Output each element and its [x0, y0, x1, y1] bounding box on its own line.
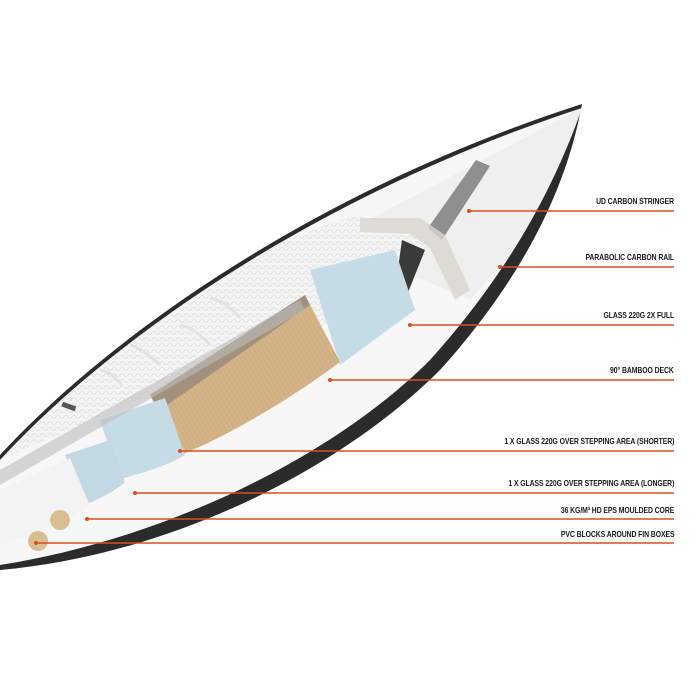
- callout-ud-carbon-stringer: UD CARBON STRINGER: [596, 196, 674, 206]
- callout-pvc-blocks: PVC BLOCKS AROUND FIN BOXES: [560, 529, 674, 539]
- callout-parabolic-carbon-rail: PARABOLIC CARBON RAIL: [585, 252, 674, 262]
- glass-full-layer: [310, 250, 415, 365]
- callout-glass-220-full: GLASS 220g 2X FULL: [603, 310, 674, 320]
- eps-core: [0, 458, 90, 545]
- callout-glass-stepping-longer: 1 X GLASS 220g OVER STEPPING AREA (LONGE…: [508, 478, 674, 488]
- carbon-stringer: [428, 160, 490, 240]
- pvc-block: [50, 510, 70, 530]
- glass-stepping-shorter-layer: [100, 398, 185, 480]
- pad-logo: [61, 401, 77, 412]
- callout-bamboo-deck: 90° BAMBOO DECK: [610, 365, 674, 375]
- bamboo-deck-layer: [150, 295, 340, 455]
- callout-eps-core: 36 Kg/m³ HD EPS MOULDED CORE: [560, 505, 674, 515]
- pvc-block: [28, 531, 48, 551]
- callout-glass-stepping-shorter: 1 X GLASS 220g OVER STEPPING AREA (SHORT…: [504, 436, 674, 446]
